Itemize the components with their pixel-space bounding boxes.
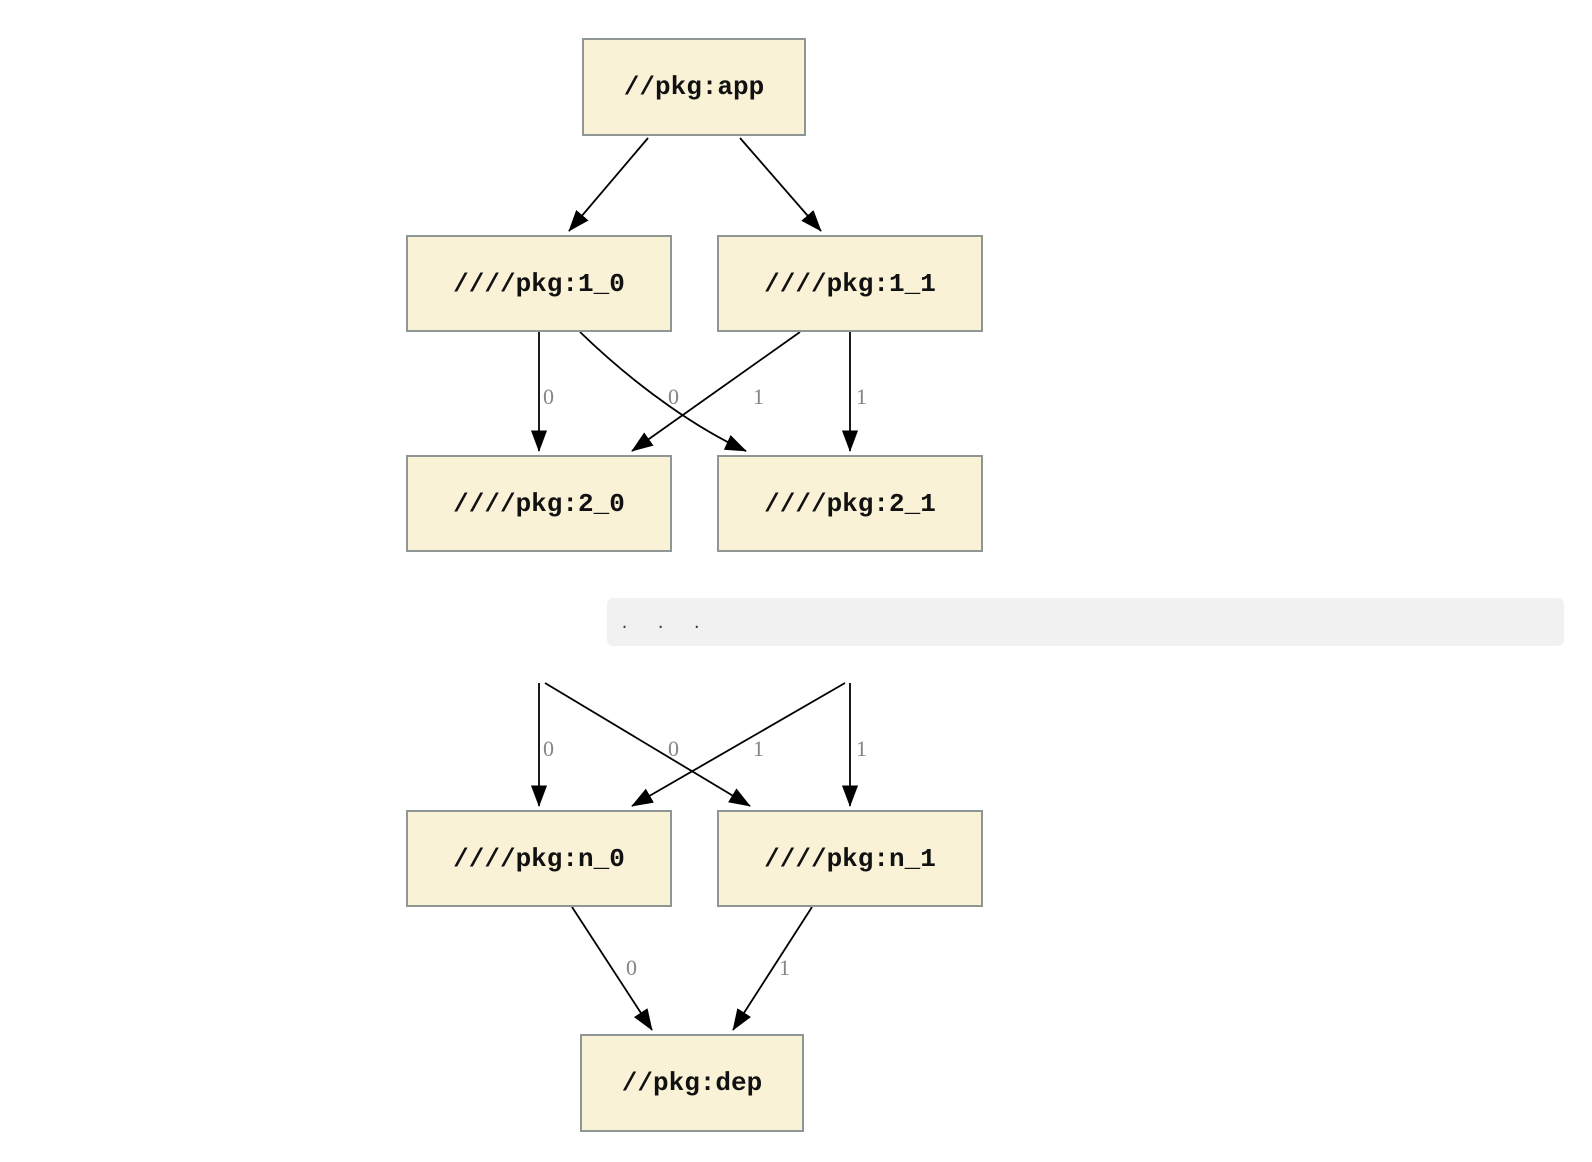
node-pkg-1_0: ////pkg:1_0: [406, 235, 672, 332]
node-pkg-2_0: ////pkg:2_0: [406, 455, 672, 552]
edge-app-to-1_0: [568, 137, 649, 232]
node-pkg-app: //pkg:app: [582, 38, 806, 136]
edge-label: 1: [856, 736, 867, 761]
edge-1_0-to-2_1: [579, 331, 747, 452]
edge-app-to-1_1: [739, 137, 822, 232]
edge-label: 1: [753, 736, 764, 761]
edge-label: 0: [668, 736, 679, 761]
node-pkg-n_1: ////pkg:n_1: [717, 810, 983, 907]
node-pkg-2_1: ////pkg:2_1: [717, 455, 983, 552]
edge-label: 0: [626, 955, 637, 980]
edge-label: 0: [668, 384, 679, 409]
node-pkg-dep: //pkg:dep: [580, 1034, 804, 1132]
edge-label: 1: [779, 955, 790, 980]
ellipsis-text: . . .: [620, 614, 702, 632]
edge-label: 1: [753, 384, 764, 409]
ellipsis-code-block: . . .: [607, 598, 1564, 646]
edge-elided-to-n_1: [544, 682, 751, 807]
edge-label: 1: [856, 384, 867, 409]
edge-elided-to-n_0-cross: [631, 682, 846, 807]
node-pkg-n_0: ////pkg:n_0: [406, 810, 672, 907]
edge-n_1-to-dep: [732, 906, 813, 1031]
edge-n_0-to-dep: [571, 906, 653, 1031]
node-pkg-1_1: ////pkg:1_1: [717, 235, 983, 332]
edge-label: 0: [543, 736, 554, 761]
edge-1_1-to-2_0: [631, 331, 801, 452]
edge-label: 0: [543, 384, 554, 409]
